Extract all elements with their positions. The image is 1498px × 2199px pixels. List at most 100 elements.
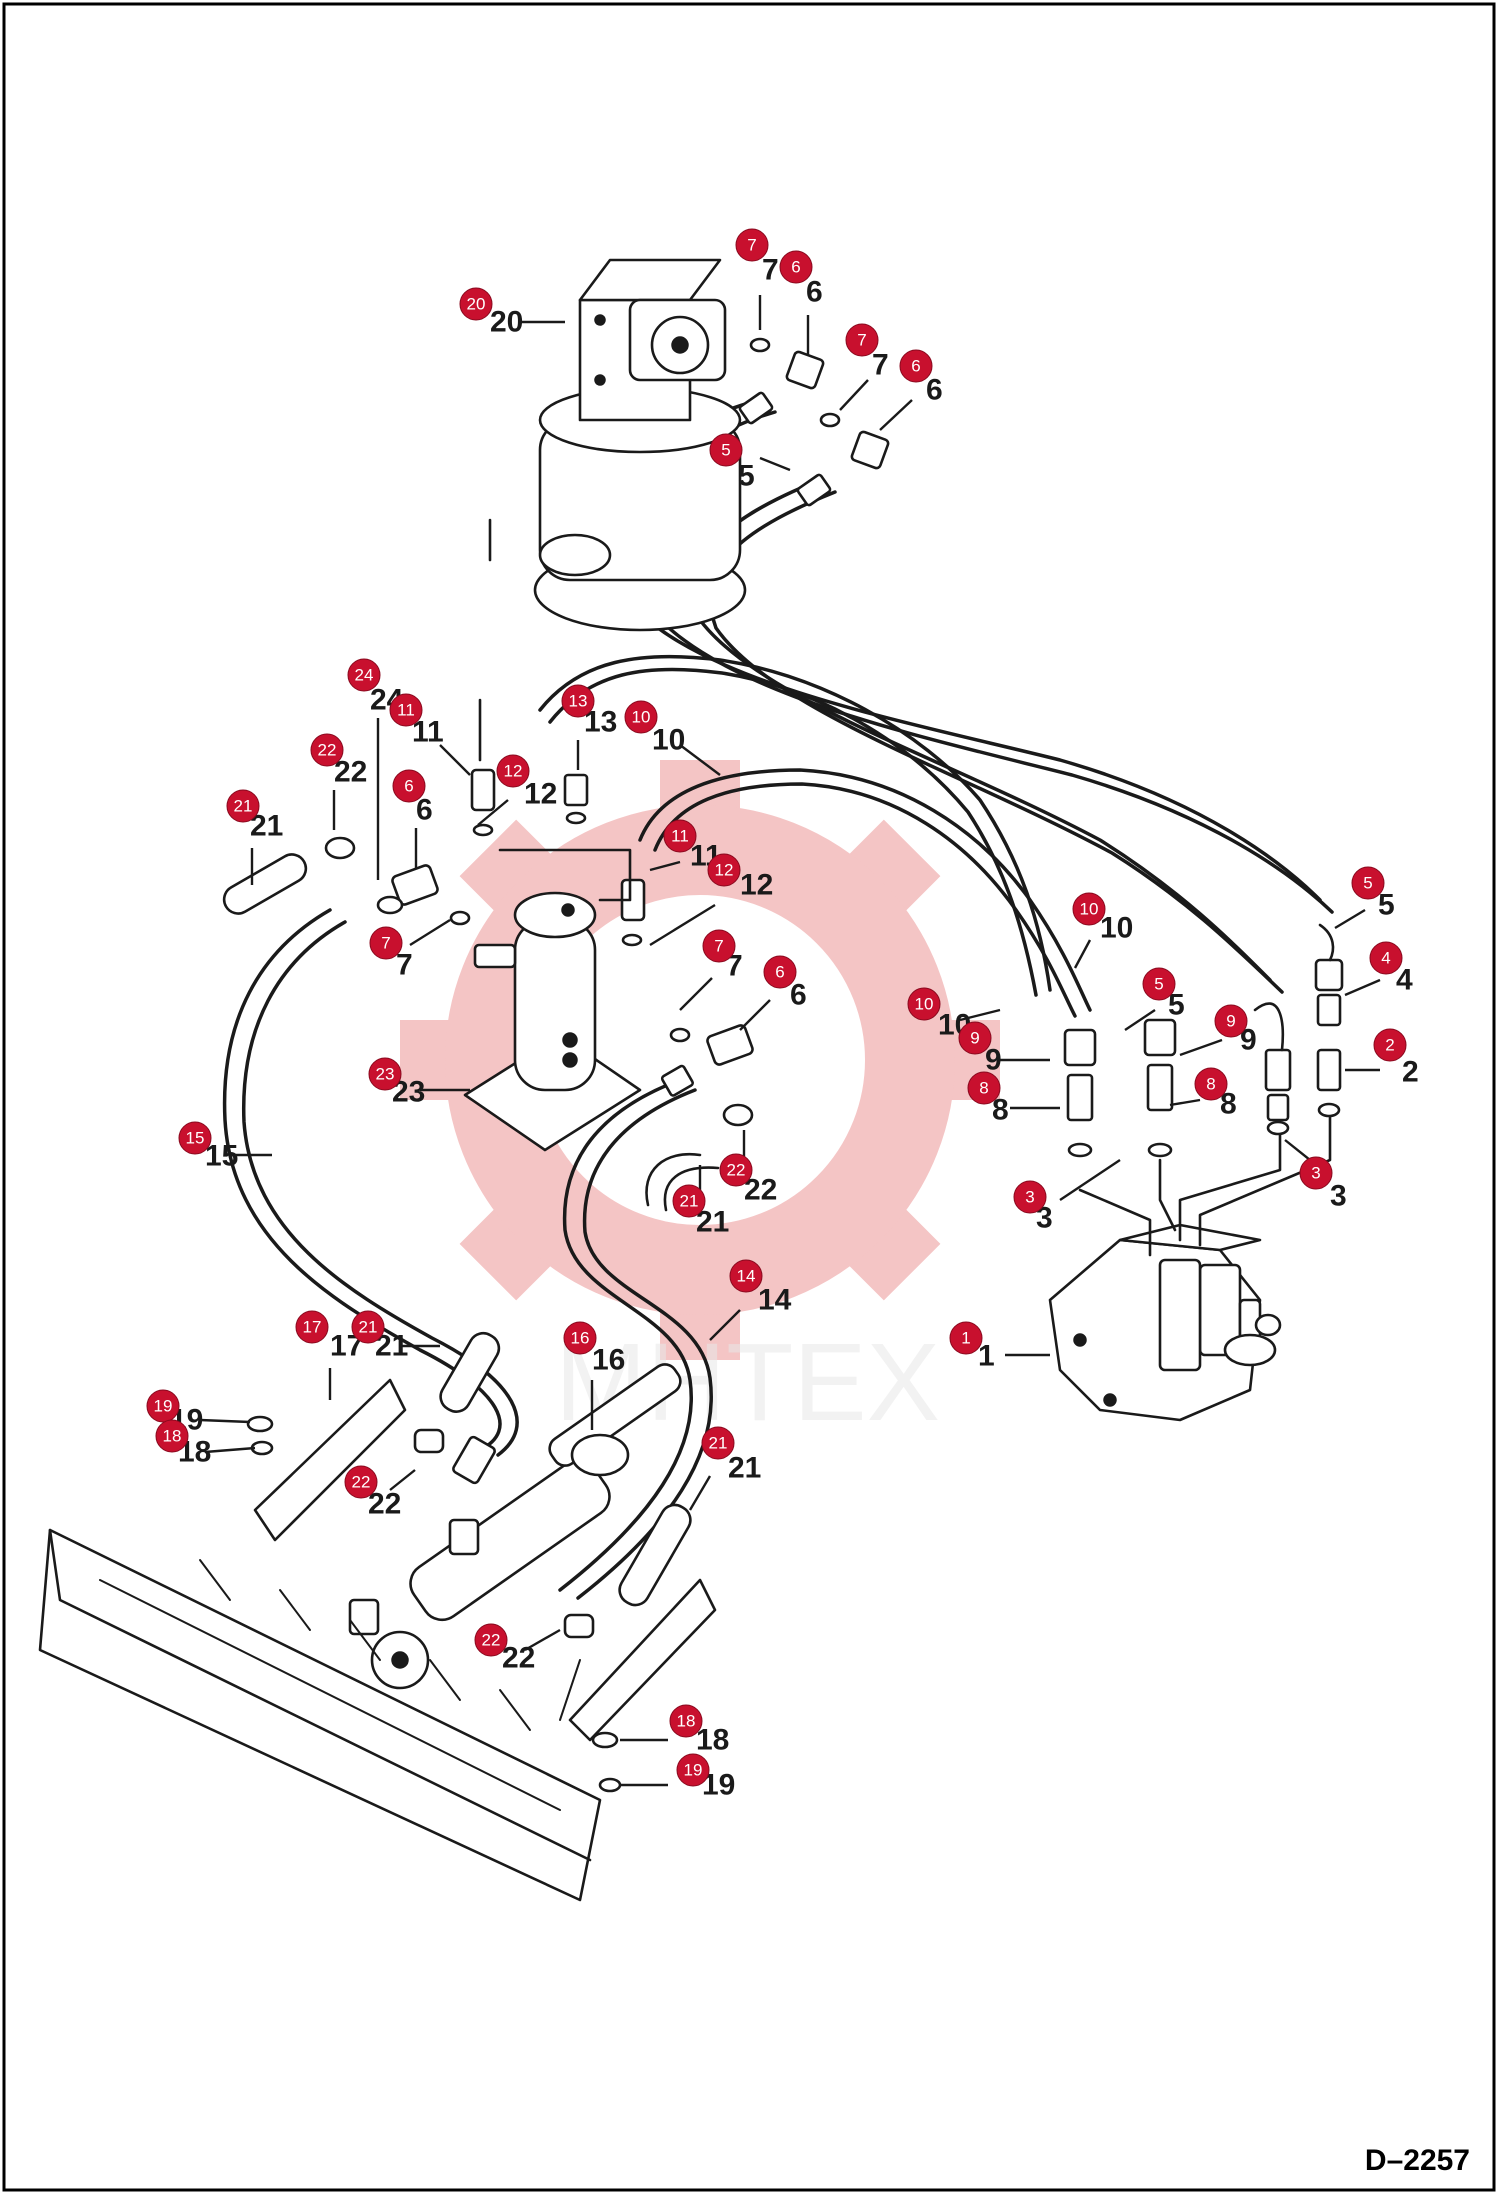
- part-number-label: 6: [926, 374, 943, 407]
- center-fittings: [222, 518, 754, 1212]
- callout-bubble-number: 6: [791, 258, 800, 277]
- callout-bubble[interactable]: [669, 1704, 703, 1738]
- callout-bubble[interactable]: [676, 1753, 710, 1787]
- callout-bubble[interactable]: [899, 349, 933, 383]
- callout-bubble[interactable]: [624, 700, 658, 734]
- callout-bubble[interactable]: [459, 287, 493, 321]
- callout-bubble[interactable]: [1351, 866, 1385, 900]
- callout-3[interactable]: 33: [1013, 1159, 1121, 1235]
- callout-bubble[interactable]: [310, 733, 344, 767]
- callout-bubble[interactable]: [1299, 1156, 1333, 1190]
- callout-3[interactable]: 33: [1284, 1139, 1347, 1213]
- callout-bubble[interactable]: [146, 1389, 180, 1423]
- callout-bubble[interactable]: [729, 1259, 763, 1293]
- callout-bubble[interactable]: [1214, 1004, 1248, 1038]
- callout-5[interactable]: 55: [1124, 967, 1185, 1031]
- callout-7[interactable]: 77: [735, 228, 779, 330]
- callout-4[interactable]: 44: [1344, 941, 1413, 997]
- swivel-joint: [463, 891, 642, 1152]
- callout-9[interactable]: 99: [1179, 1004, 1257, 1057]
- callout-bubble[interactable]: [707, 853, 741, 887]
- callout-bubble-number: 8: [1206, 1075, 1215, 1094]
- part-number-label: 5: [1378, 889, 1395, 922]
- callout-bubble[interactable]: [561, 684, 595, 718]
- callout-bubble[interactable]: [702, 929, 736, 963]
- callout-bubble[interactable]: [226, 789, 260, 823]
- callout-bubble[interactable]: [1194, 1067, 1228, 1101]
- callout-bubble[interactable]: [563, 1321, 597, 1355]
- callout-bubble[interactable]: [701, 1426, 735, 1460]
- callout-bubble[interactable]: [389, 693, 423, 727]
- callout-bubble[interactable]: [178, 1121, 212, 1155]
- callout-5[interactable]: 55: [709, 433, 791, 493]
- callout-7[interactable]: 77: [679, 929, 743, 1011]
- callout-bubble[interactable]: [779, 250, 813, 284]
- callout-bubble[interactable]: [663, 819, 697, 853]
- callout-6[interactable]: 66: [392, 769, 433, 868]
- callout-bubble[interactable]: [672, 1184, 706, 1218]
- callout-bubble[interactable]: [1013, 1180, 1047, 1214]
- callout-bubble[interactable]: [368, 1057, 402, 1091]
- callout-1[interactable]: 11: [949, 1321, 1050, 1373]
- callout-bubble[interactable]: [1373, 1028, 1407, 1062]
- callout-bubble[interactable]: [709, 433, 743, 467]
- callout-6[interactable]: 66: [779, 250, 823, 355]
- callout-8[interactable]: 88: [967, 1071, 1060, 1127]
- callout-bubble[interactable]: [958, 1021, 992, 1055]
- motor-fittings: [738, 337, 890, 507]
- callout-6[interactable]: 66: [879, 349, 943, 431]
- callout-bubble[interactable]: [735, 228, 769, 262]
- callout-bubble[interactable]: [392, 769, 426, 803]
- part-number-label: 9: [1240, 1024, 1257, 1057]
- callout-5[interactable]: 55: [1334, 866, 1395, 930]
- callout-7[interactable]: 77: [369, 918, 451, 982]
- callout-bubble[interactable]: [1072, 892, 1106, 926]
- callout-8[interactable]: 88: [1169, 1067, 1237, 1121]
- callout-bubble[interactable]: [295, 1310, 329, 1344]
- callout-bubble[interactable]: [907, 987, 941, 1021]
- callout-bubble[interactable]: [155, 1419, 189, 1453]
- callout-bubble[interactable]: [347, 658, 381, 692]
- callout-7[interactable]: 77: [839, 323, 889, 411]
- callout-bubble[interactable]: [1369, 941, 1403, 975]
- callout-bubble[interactable]: [474, 1623, 508, 1657]
- callout-bubble[interactable]: [1142, 967, 1176, 1001]
- callout-bubble-number: 20: [467, 295, 486, 314]
- callout-bubble[interactable]: [845, 323, 879, 357]
- callout-bubble[interactable]: [369, 926, 403, 960]
- callout-9[interactable]: 99: [958, 1021, 1050, 1077]
- callout-bubble[interactable]: [496, 754, 530, 788]
- callout-bubble[interactable]: [719, 1153, 753, 1187]
- callout-6[interactable]: 66: [739, 955, 807, 1031]
- callout-bubble[interactable]: [344, 1465, 378, 1499]
- callout-bubble[interactable]: [351, 1310, 385, 1344]
- callout-bubble-number: 12: [504, 762, 523, 781]
- callout-bubble[interactable]: [949, 1321, 983, 1355]
- callout-bubble[interactable]: [967, 1071, 1001, 1105]
- callout-bubble[interactable]: [763, 955, 797, 989]
- callout-2[interactable]: 22: [1345, 1028, 1419, 1089]
